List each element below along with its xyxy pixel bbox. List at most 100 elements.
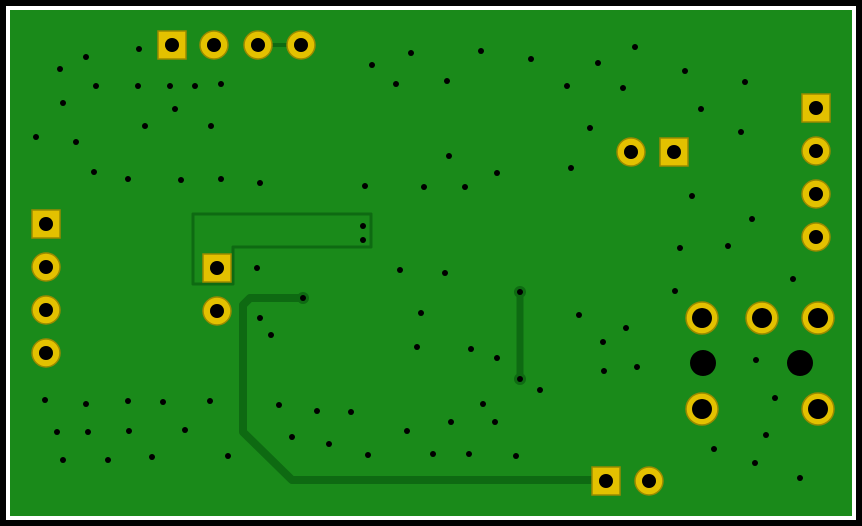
- pad-hole: [39, 303, 53, 317]
- pad-hole: [808, 308, 828, 328]
- via: [142, 123, 148, 129]
- via: [494, 355, 500, 361]
- round-pad: [202, 296, 232, 326]
- via: [682, 68, 688, 74]
- via: [711, 446, 717, 452]
- round-pad: [801, 136, 831, 166]
- via: [753, 357, 759, 363]
- via: [528, 56, 534, 62]
- via: [790, 276, 796, 282]
- large-round-pad: [685, 392, 719, 426]
- via: [126, 428, 132, 434]
- round-pad: [801, 179, 831, 209]
- via: [207, 398, 213, 404]
- pad-hole: [39, 217, 53, 231]
- pad-hole: [210, 304, 224, 318]
- via: [160, 399, 166, 405]
- via: [418, 310, 424, 316]
- via: [634, 364, 640, 370]
- round-pad: [616, 137, 646, 167]
- via: [478, 48, 484, 54]
- via: [268, 332, 274, 338]
- via: [218, 176, 224, 182]
- via: [564, 83, 570, 89]
- via: [135, 83, 141, 89]
- trace-via: [514, 286, 526, 298]
- via: [466, 451, 472, 457]
- pad-hole: [809, 144, 823, 158]
- square-pad: [157, 30, 187, 60]
- round-pad: [243, 30, 273, 60]
- via: [689, 193, 695, 199]
- via: [225, 453, 231, 459]
- pad-hole: [809, 230, 823, 244]
- pad-hole: [294, 38, 308, 52]
- via: [620, 85, 626, 91]
- via: [421, 184, 427, 190]
- via: [93, 83, 99, 89]
- via: [742, 79, 748, 85]
- pad-hole: [752, 308, 772, 328]
- large-round-pad: [801, 392, 835, 426]
- via: [725, 243, 731, 249]
- via: [167, 83, 173, 89]
- pad-hole: [210, 261, 224, 275]
- via: [85, 429, 91, 435]
- via: [105, 457, 111, 463]
- via: [480, 401, 486, 407]
- square-pad: [591, 466, 621, 496]
- round-pad: [286, 30, 316, 60]
- via: [698, 106, 704, 112]
- via: [57, 66, 63, 72]
- trace-outline-box: [191, 212, 373, 286]
- via: [442, 270, 448, 276]
- via: [600, 339, 606, 345]
- via: [587, 125, 593, 131]
- square-pad: [801, 93, 831, 123]
- pad-hole: [692, 308, 712, 328]
- via: [42, 397, 48, 403]
- via: [393, 81, 399, 87]
- trace-via: [297, 292, 309, 304]
- square-pad: [659, 137, 689, 167]
- via: [404, 428, 410, 434]
- via: [73, 139, 79, 145]
- via: [446, 153, 452, 159]
- via: [444, 78, 450, 84]
- via: [136, 46, 142, 52]
- via: [360, 223, 366, 229]
- pad-copper: [659, 137, 689, 167]
- square-pad: [202, 253, 232, 283]
- via: [672, 288, 678, 294]
- via: [178, 177, 184, 183]
- via: [430, 451, 436, 457]
- mounting-hole: [690, 350, 716, 376]
- via: [797, 475, 803, 481]
- via: [125, 398, 131, 404]
- round-pad: [31, 252, 61, 282]
- via: [749, 216, 755, 222]
- via: [289, 434, 295, 440]
- via: [83, 401, 89, 407]
- round-pad: [801, 222, 831, 252]
- via: [468, 346, 474, 352]
- large-round-pad: [745, 301, 779, 335]
- trace-via: [514, 373, 526, 385]
- round-pad: [31, 338, 61, 368]
- via: [397, 267, 403, 273]
- copper-pour: [10, 10, 852, 516]
- via-hole: [517, 376, 523, 382]
- mounting-hole: [787, 350, 813, 376]
- trace-bottom-route: [239, 294, 610, 484]
- pad-hole: [251, 38, 265, 52]
- via: [623, 325, 629, 331]
- via: [492, 419, 498, 425]
- pad-hole: [624, 145, 638, 159]
- via: [772, 395, 778, 401]
- via: [182, 427, 188, 433]
- via: [360, 237, 366, 243]
- via: [494, 170, 500, 176]
- via: [752, 460, 758, 466]
- via: [91, 169, 97, 175]
- via: [54, 429, 60, 435]
